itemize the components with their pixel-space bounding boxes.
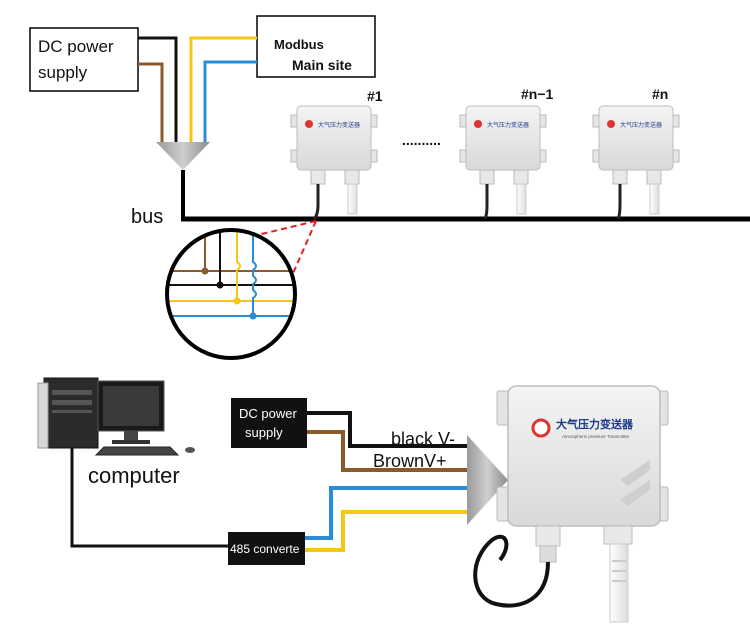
device-subtitle-text: Atmospheric pressure Transmitter [562,434,630,439]
computer-label: computer [88,463,180,488]
top-brown-wire [138,62,164,142]
top-power-supply-box: DC power supply [29,27,139,92]
top-blue-wire [203,60,257,142]
bottom-black-wire [307,411,467,448]
bottom-brown-wire [307,430,467,472]
bottom-power-supply-box: DC power supply [231,398,307,448]
device-n-tag: #n [652,86,668,102]
bus-label: bus [131,206,163,228]
device-1-logo-icon [305,120,313,128]
device-n-minus-1-tag: #n−1 [521,86,554,102]
bottom-funnel [467,435,508,525]
device-n-minus-1-logo-icon [474,120,482,128]
device-n-minus-1-brand: 大气压力变送器 [487,121,529,129]
device-n: 大气压力变送器 #n [592,86,680,220]
device-1: 大气压力变送器 #1 [290,88,383,221]
bottom-blue-wire [305,486,467,540]
device-n-logo-icon [607,120,615,128]
converter-label: 485 converte [230,542,300,556]
computer-cable [70,448,228,548]
bottom-power-line2: supply [245,425,283,440]
modbus-label: Modbus [274,37,324,52]
computer-icon [37,377,195,456]
modbus-main-site-box: Modbus Main site [256,15,376,78]
main-site-label: Main site [292,57,352,73]
black-wire-label: black V- [391,429,455,449]
bottom-power-line1: DC power [239,406,297,421]
device-brand-text: 大气压力变送器 [556,417,634,431]
top-yellow-wire [189,36,257,142]
device-n-minus-1: 大气压力变送器 #n−1 [459,86,554,220]
brown-wire-label: BrownV+ [373,451,447,471]
callout-dash-upper [248,220,317,238]
device-logo-icon [531,418,551,438]
large-transmitter-device: 大气压力变送器 Atmospheric pressure Transmitter [473,385,669,623]
top-power-line2: supply [38,63,88,82]
top-power-line1: DC power [38,37,114,56]
devices-ellipsis: .......... [402,132,441,148]
device-n-brand: 大气压力变送器 [620,121,662,129]
converter-box: 485 converte [228,532,305,565]
device-1-brand: 大气压力变送器 [318,121,360,129]
bottom-yellow-wire [305,510,467,552]
callout-dash-lower [290,220,317,279]
top-funnel [156,142,210,170]
device-1-tag: #1 [367,88,383,104]
zoom-circle [165,228,297,360]
top-black-wire [138,36,178,142]
